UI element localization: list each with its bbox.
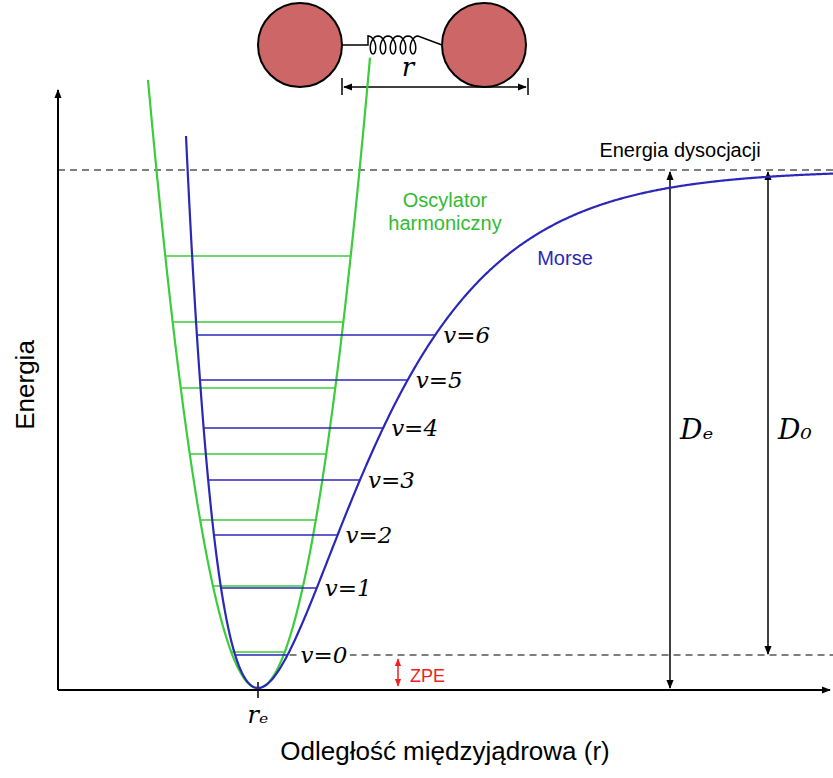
re-tick xyxy=(257,682,259,698)
dissociation-line xyxy=(58,169,833,170)
harmonic-level xyxy=(200,519,316,521)
axis-title: Odległość międzyjądrowa (r) xyxy=(280,737,609,767)
morse-level xyxy=(204,427,384,429)
morse-level xyxy=(208,479,360,481)
level-label: v=3 xyxy=(368,467,415,493)
zpe-label: ZPE xyxy=(410,666,445,687)
level-label: v=4 xyxy=(391,415,438,441)
zpe-line xyxy=(290,654,833,655)
y-axis xyxy=(57,90,59,690)
end-tick xyxy=(527,78,529,95)
curve-label: Morse xyxy=(537,247,593,270)
harmonic-level xyxy=(173,321,344,323)
morse-level xyxy=(221,587,317,589)
distance-label: r xyxy=(402,53,414,83)
curve-label: Oscylator harmoniczny xyxy=(380,189,510,235)
d0-arrow xyxy=(767,172,769,654)
morse-curve xyxy=(186,136,833,688)
morse-level xyxy=(200,379,408,381)
harmonic-level xyxy=(231,651,285,653)
distance-arrow xyxy=(344,86,526,88)
x-axis xyxy=(58,689,830,691)
end-tick xyxy=(341,78,343,95)
harmonic-level xyxy=(181,387,336,389)
equilibrium-label: rₑ xyxy=(248,702,269,730)
level-label: v=1 xyxy=(325,575,372,601)
morse-level xyxy=(197,334,435,336)
spring xyxy=(342,36,442,54)
level-label: v=2 xyxy=(346,522,393,548)
zpe-arrow xyxy=(397,659,399,686)
level-label: v=0 xyxy=(298,642,351,668)
morse-level xyxy=(235,654,287,656)
harmonic-level xyxy=(213,585,303,587)
level-label: v=6 xyxy=(443,322,490,348)
de-arrow xyxy=(669,172,671,688)
axis-title: Energia xyxy=(11,340,41,430)
atom xyxy=(258,3,342,87)
energy-label: Dₑ xyxy=(680,414,713,446)
molecule xyxy=(258,3,528,95)
energy-label: D₀ xyxy=(778,414,812,446)
atom xyxy=(442,3,526,87)
level-label: v=5 xyxy=(416,367,463,393)
dissociation-label: Energia dysocjacji xyxy=(599,139,760,162)
morse-level xyxy=(214,534,338,536)
harmonic-level xyxy=(190,453,326,455)
